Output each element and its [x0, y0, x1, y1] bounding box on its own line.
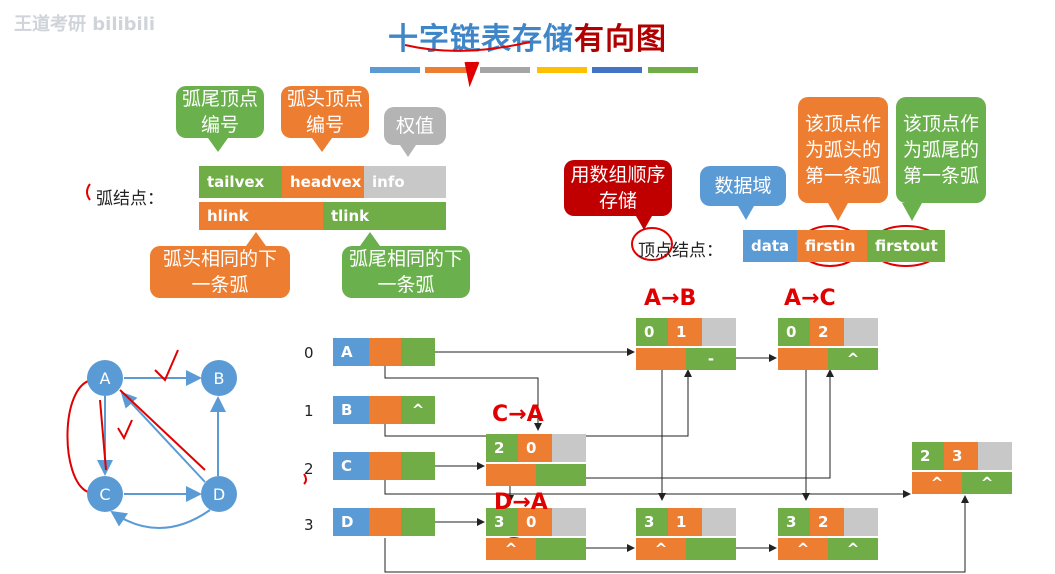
arc-headvex: 2	[810, 318, 844, 346]
graph-node-d: D	[201, 476, 237, 512]
arc-tailvex: 3	[636, 508, 668, 536]
bubble-weight: 权值	[384, 107, 446, 145]
vertex-data: C	[333, 452, 369, 480]
arc-tlink: -	[686, 348, 736, 370]
annotation-a-to-c: A→C	[784, 286, 836, 311]
arc-hlink: ^	[912, 472, 962, 494]
arc-hlink: ^	[636, 538, 686, 560]
annotation-a-to-b: A→B	[644, 286, 697, 311]
edge-d-c	[110, 509, 211, 529]
bubble-tail-vertex: 弧尾顶点编号	[176, 86, 264, 138]
field-firstin: firstin	[797, 230, 867, 262]
arc-tailvex: 3	[486, 508, 518, 536]
title-part1: 十字链表存储	[388, 22, 574, 57]
vertex-node-label: 顶点结点：	[638, 241, 723, 261]
arc-info	[844, 318, 878, 346]
arc-info	[702, 508, 736, 536]
bubble-data-field: 数据域	[700, 166, 786, 206]
field-data: data	[743, 230, 797, 262]
bubble-firstin: 该顶点作为弧头的第一条弧	[798, 97, 888, 203]
arc-tlink	[686, 538, 736, 560]
graph-node-a: A	[87, 360, 123, 396]
page-title: 十字链表存储有向图	[0, 14, 1055, 58]
vertex-firstin	[369, 508, 401, 536]
arc-info	[702, 318, 736, 346]
bubble-tlink-pointer	[360, 232, 380, 246]
bubble-data-pointer	[738, 206, 754, 220]
vertex-firstout: ^	[401, 396, 435, 424]
arc-tlink	[536, 464, 586, 486]
title-part2: 有向图	[574, 22, 667, 57]
vertex-firstin	[369, 452, 401, 480]
bubble-head-vertex: 弧头顶点编号	[281, 86, 369, 138]
field-headvex: headvex	[282, 166, 364, 198]
bubble-head-pointer	[312, 138, 332, 152]
arc-node-label: 弧结点：	[96, 189, 164, 209]
arc-headvex: 0	[518, 508, 552, 536]
vertex-data: B	[333, 396, 369, 424]
bubble-tlink: 弧尾相同的下一条弧	[342, 246, 470, 298]
arc-hlink: ^	[778, 538, 828, 560]
bubble-firstout: 该顶点作为弧尾的第一条弧	[896, 97, 986, 203]
field-firstout: firstout	[867, 230, 945, 262]
watermark: 王道考研 bilibili	[14, 14, 156, 35]
arc-info	[552, 434, 586, 462]
bubble-hlink: 弧头相同的下一条弧	[150, 246, 290, 298]
vertex-index: 0	[304, 344, 314, 362]
vertex-firstout	[401, 338, 435, 366]
arc-tlink: ^	[828, 538, 878, 560]
bubble-hlink-pointer	[246, 232, 266, 246]
arc-info	[978, 442, 1012, 470]
vertex-data: A	[333, 338, 369, 366]
graph-node-c: C	[87, 476, 123, 512]
bubble-weight-pointer	[400, 145, 416, 157]
vertex-data: D	[333, 508, 369, 536]
arc-tailvex: 0	[778, 318, 810, 346]
arc-hlink	[778, 348, 828, 370]
bubble-firstout-pointer	[902, 203, 922, 221]
arc-headvex: 2	[810, 508, 844, 536]
arc-headvex: 1	[668, 508, 702, 536]
arc-hlink	[636, 348, 686, 370]
arc-headvex: 1	[668, 318, 702, 346]
arc-info	[552, 508, 586, 536]
field-tailvex: tailvex	[199, 166, 282, 198]
arc-hlink: ^	[486, 538, 536, 560]
vertex-firstin	[369, 338, 401, 366]
arc-tailvex: 2	[486, 434, 518, 462]
vertex-index: 3	[304, 516, 314, 534]
color-bar-2	[425, 67, 475, 73]
arc-tailvex: 2	[912, 442, 944, 470]
arc-tlink: ^	[962, 472, 1012, 494]
arc-tailvex: 3	[778, 508, 810, 536]
graph-node-b: B	[201, 360, 237, 396]
bubble-tail-pointer	[208, 138, 228, 152]
vertex-index: 2	[304, 460, 314, 478]
vertex-firstout	[401, 508, 435, 536]
color-bar-5	[592, 67, 642, 73]
color-bar-1	[370, 67, 420, 73]
arc-info	[844, 508, 878, 536]
color-bar-4	[537, 67, 587, 73]
bubble-firstin-pointer	[828, 203, 848, 221]
vertex-firstin	[369, 396, 401, 424]
arc-tlink: ^	[828, 348, 878, 370]
arc-tailvex: 0	[636, 318, 668, 346]
color-bar-6	[648, 67, 698, 73]
annotation-c-to-a: C→A	[492, 402, 544, 427]
arc-headvex: 3	[944, 442, 978, 470]
field-hlink: hlink	[199, 202, 323, 230]
edge-d-a	[120, 391, 206, 483]
field-tlink: tlink	[323, 202, 446, 230]
arc-headvex: 0	[518, 434, 552, 462]
bubble-array-pointer	[636, 216, 652, 230]
field-info: info	[364, 166, 446, 198]
annotation-d-to-a: D→A	[494, 490, 548, 515]
color-bar-3	[480, 67, 530, 73]
arc-tlink	[536, 538, 586, 560]
arc-hlink	[486, 464, 536, 486]
vertex-index: 1	[304, 402, 314, 420]
vertex-firstout	[401, 452, 435, 480]
bubble-array-storage: 用数组顺序存储	[564, 160, 672, 216]
